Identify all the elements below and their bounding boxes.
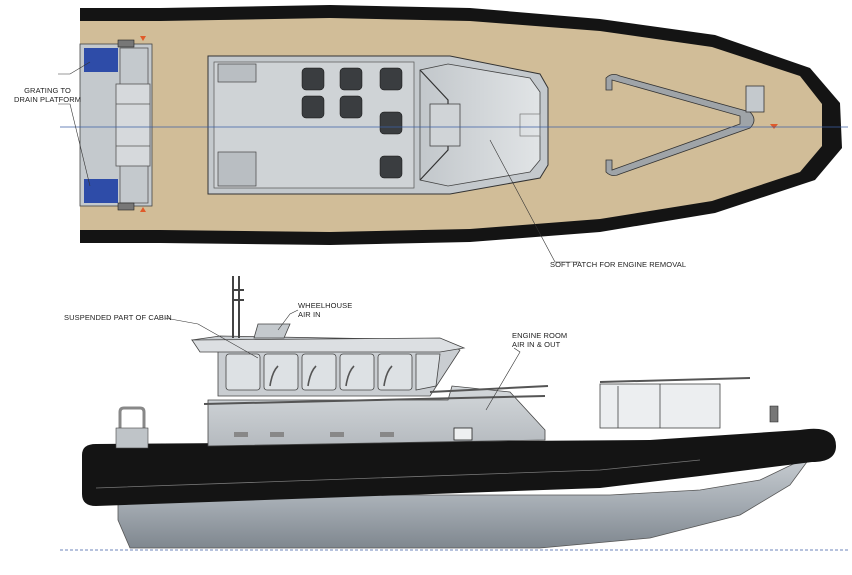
grating-callout: GRATING TO DRAIN PLATFORM (14, 86, 81, 104)
plan-transom-cleat-lower (117, 202, 135, 211)
suspended-cabin-callout-text: SUSPENDED PART OF CABIN (64, 313, 172, 322)
window (415, 353, 441, 391)
soft-patch-callout-text: SOFT PATCH FOR ENGINE REMOVAL (550, 260, 687, 269)
suspended-cabin-leader-line (164, 317, 259, 359)
plan-grating-lower (84, 179, 118, 203)
soft-patch-leader-line (489, 139, 580, 263)
engine-room-air-callout-line1: ENGINE ROOM (512, 331, 568, 340)
profile-mast (232, 276, 244, 338)
seat (301, 67, 325, 91)
engine-room-air-leader-line (485, 347, 521, 411)
seat (339, 95, 363, 119)
wheelhouse-air-callout-line1: WHEELHOUSE (298, 301, 353, 310)
engine-room-air-callout-line2: AIR IN & OUT (512, 340, 561, 349)
profile-view (60, 276, 848, 551)
seat (379, 155, 403, 179)
profile-fender-band (82, 428, 836, 506)
seat (301, 95, 325, 119)
window (377, 353, 413, 391)
wheelhouse-air-callout: WHEELHOUSE AIR IN (298, 301, 352, 319)
window (263, 353, 299, 391)
profile-foredeck-rail (599, 377, 751, 429)
plan-bow-fitting (770, 124, 778, 129)
seat (339, 67, 363, 91)
soft-patch-callout: SOFT PATCH FOR ENGINE REMOVAL (550, 260, 686, 269)
plan-red-fitting-upper (140, 36, 146, 41)
plan-grating-upper (84, 48, 118, 72)
seat (379, 111, 403, 135)
profile-aft-rail (118, 406, 146, 445)
window (225, 353, 261, 391)
seat (379, 67, 403, 91)
profile-cabin-roof (191, 337, 466, 353)
grating-callout-line1: GRATING TO (24, 86, 71, 95)
plan-transom-cleat-upper (117, 39, 135, 48)
profile-engine-vent (453, 427, 473, 441)
engine-room-air-callout: ENGINE ROOM AIR IN & OUT (512, 331, 567, 349)
grating-callout-line2: DRAIN PLATFORM (14, 95, 82, 104)
plan-seats (301, 67, 403, 179)
plan-view (58, 5, 848, 263)
plan-anchor-hatch (745, 85, 765, 113)
profile-hull (117, 454, 813, 549)
wheelhouse-air-callout-line2: AIR IN (298, 310, 321, 319)
profile-bow-cleat (769, 405, 779, 423)
window (339, 353, 375, 391)
profile-wheelhouse-air-intake (253, 323, 291, 339)
plan-cabin-roof (419, 63, 541, 187)
plan-soft-patch (519, 113, 541, 137)
suspended-cabin-callout: SUSPENDED PART OF CABIN (64, 313, 172, 322)
grating-leader-line (58, 61, 91, 187)
window (301, 353, 337, 391)
profile-windows (225, 353, 441, 391)
plan-red-fitting-lower (140, 207, 146, 212)
plan-foredeck-rail (605, 74, 755, 176)
wheelhouse-air-leader-line (277, 309, 299, 331)
